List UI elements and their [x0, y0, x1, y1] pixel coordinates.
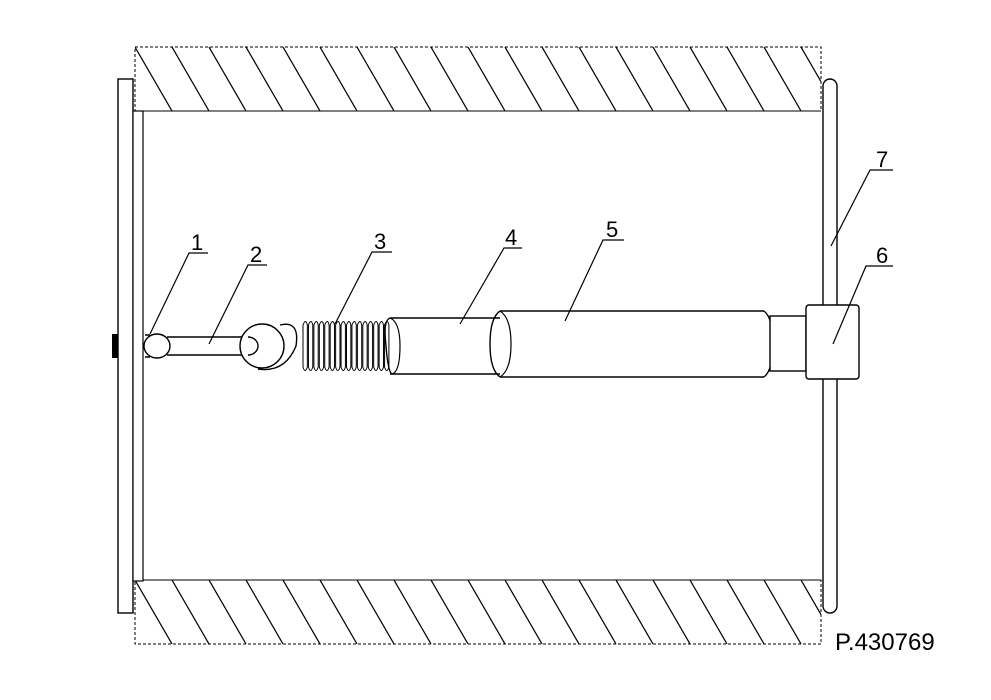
outer-cylinder: [489, 310, 807, 378]
inner-tube: [384, 317, 500, 375]
label-5: 5: [606, 217, 618, 242]
mounting-bracket: [805, 304, 860, 380]
label-7: 7: [876, 147, 888, 172]
ball-joint: [143, 333, 171, 359]
spring-coil: [302, 321, 308, 371]
spring-coil: [318, 321, 325, 371]
spring-coil: [351, 321, 357, 371]
label-4: 4: [505, 225, 517, 250]
link-rod: [167, 323, 298, 371]
spring: [302, 321, 390, 371]
spring-coil: [362, 321, 368, 371]
top-wall: [134, 46, 822, 112]
leader-lines: [149, 169, 893, 345]
spring-coil: [324, 321, 330, 371]
spring-coil: [378, 321, 384, 371]
spring-coil: [356, 321, 363, 371]
spring-coil: [329, 321, 336, 371]
spring-coil: [346, 321, 352, 371]
spring-coil: [307, 321, 314, 371]
bottom-wall: [134, 579, 822, 645]
spring-coil: [367, 321, 374, 371]
label-3: 3: [374, 229, 386, 254]
spring-coil: [340, 321, 346, 371]
label-1: 1: [191, 230, 203, 255]
reference-number: P.430769: [835, 629, 935, 656]
spring-coil: [373, 321, 379, 371]
label-6: 6: [876, 243, 888, 268]
label-2: 2: [250, 242, 262, 267]
spring-coil: [313, 321, 319, 371]
spring-coil: [335, 321, 341, 371]
left-panel: [112, 78, 144, 614]
